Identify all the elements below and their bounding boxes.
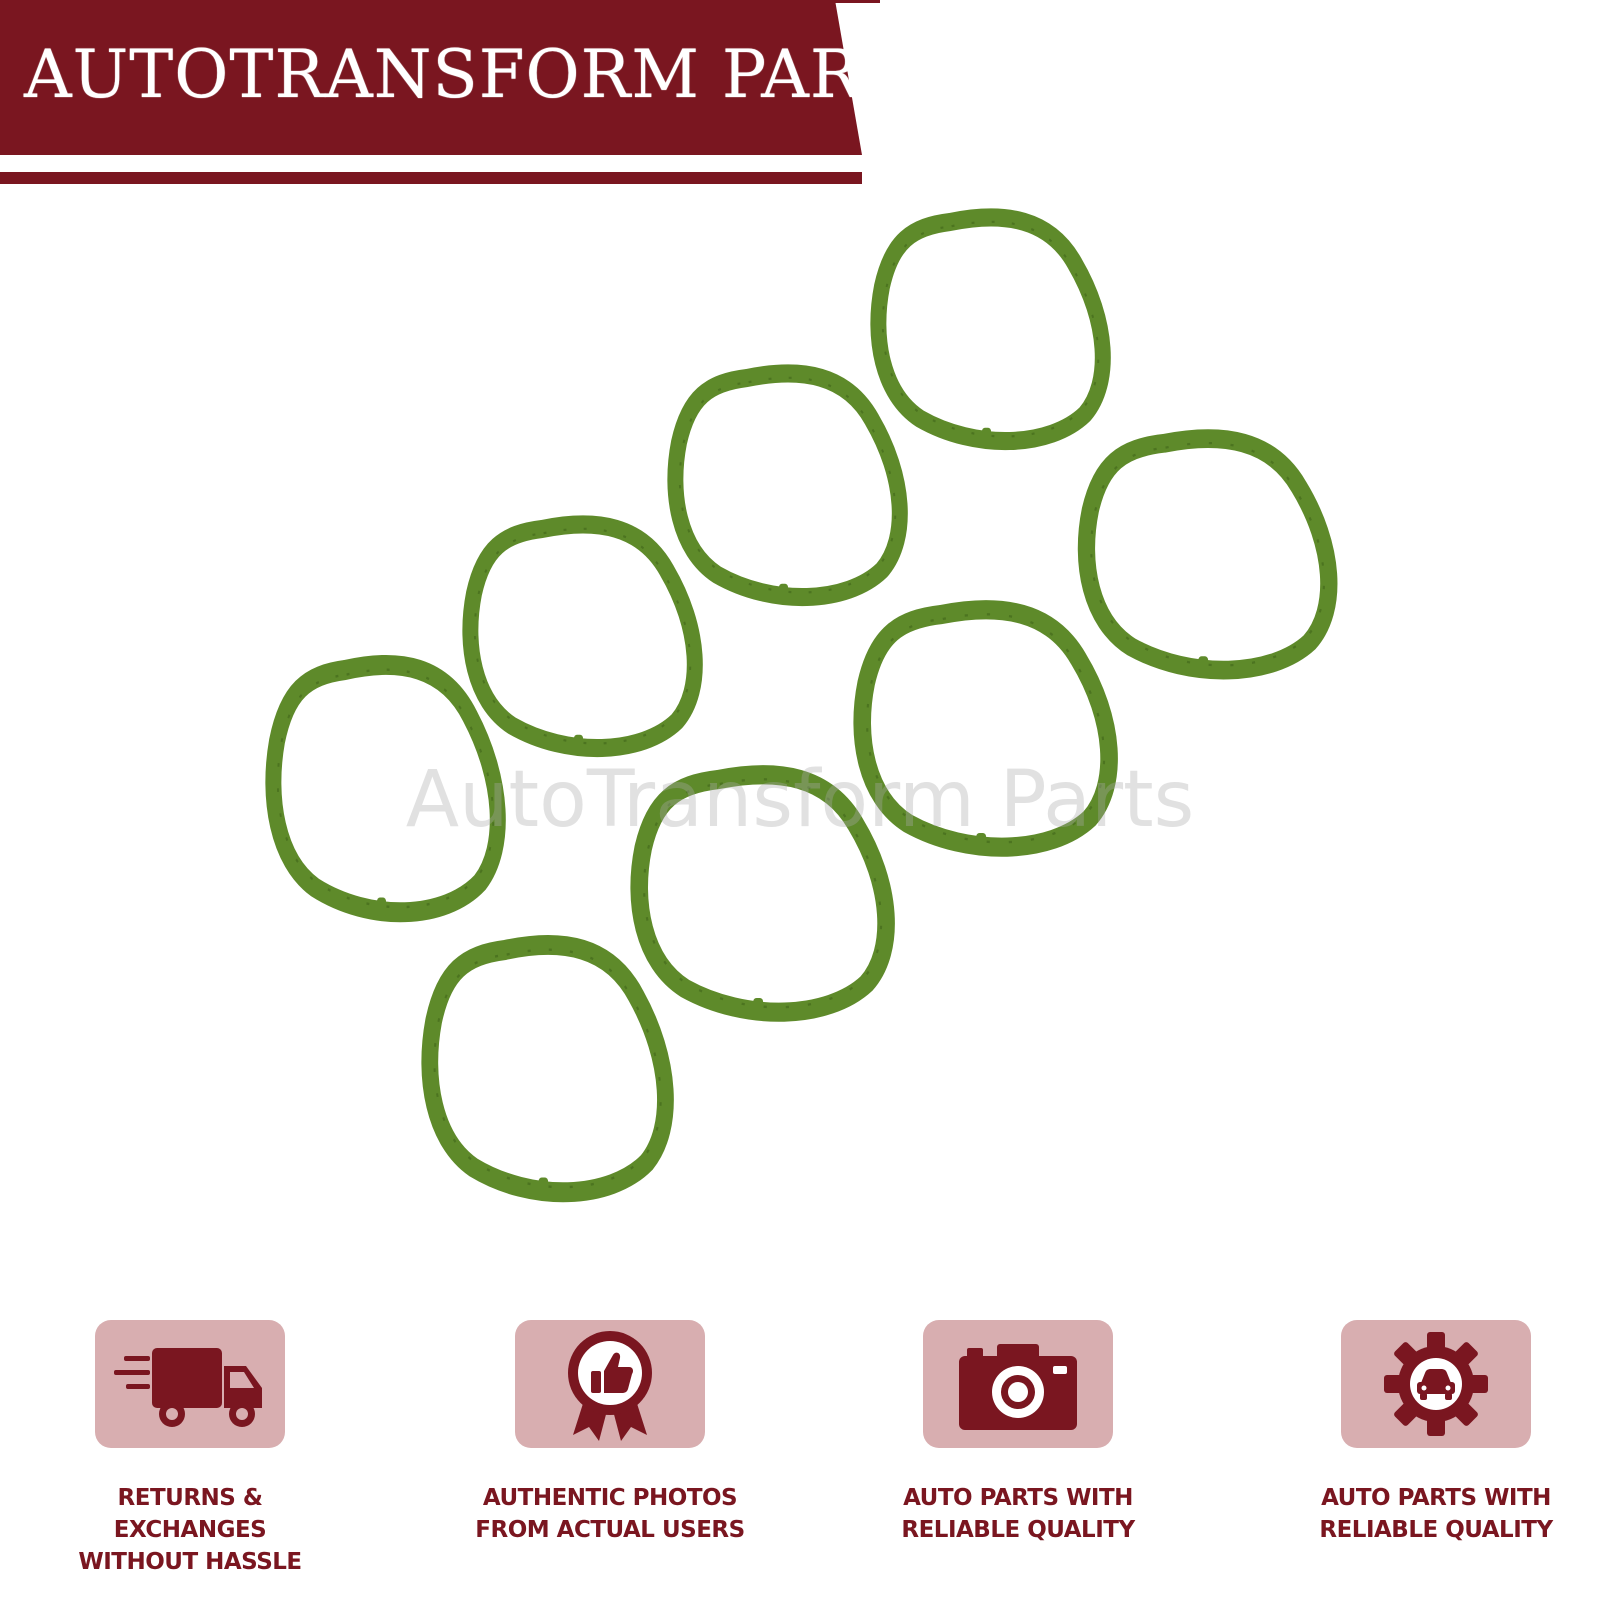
feature-quality-camera: AUTO PARTS WITH RELIABLE QUALITY [868,1320,1168,1546]
feature-caption-line2: FROM ACTUAL USERS [475,1517,745,1543]
gasket [430,945,666,1198]
feature-caption-line1: AUTO PARTS WITH [1321,1485,1551,1511]
brand-banner [0,0,880,184]
gasket [878,217,1102,445]
feature-tile [515,1320,705,1448]
feature-tile [923,1320,1113,1448]
feature-returns: RETURNS & EXCHANGES WITHOUT HASSLE [40,1320,340,1578]
car-gear-icon [1384,1332,1488,1436]
feature-tile [95,1320,285,1448]
gasket [470,524,694,752]
thumbs-up-badge-icon [568,1331,652,1441]
camera-icon [959,1344,1077,1430]
delivery-truck-icon [114,1348,262,1427]
gasket [639,775,886,1017]
feature-caption-line2: WITHOUT HASSLE [78,1549,302,1575]
gasket [862,610,1109,852]
feature-caption-line1: AUTHENTIC PHOTOS [482,1485,738,1511]
product-image [0,200,1600,1280]
feature-caption-line2: RELIABLE QUALITY [901,1517,1135,1543]
feature-photos: AUTHENTIC PHOTOS FROM ACTUAL USERS [460,1320,760,1546]
gasket [675,373,899,601]
brand-title: AUTOTRANSFORM PARTS [24,36,951,113]
feature-caption-line1: RETURNS & EXCHANGES [113,1485,267,1543]
feature-row: RETURNS & EXCHANGES WITHOUT HASSLE AUTHE… [0,1320,1600,1580]
feature-caption-line1: AUTO PARTS WITH [903,1485,1133,1511]
feature-caption-line2: RELIABLE QUALITY [1319,1517,1553,1543]
feature-tile [1341,1320,1531,1448]
gasket [273,665,497,918]
feature-quality-gear: AUTO PARTS WITH RELIABLE QUALITY [1286,1320,1586,1546]
gasket [1086,439,1328,675]
